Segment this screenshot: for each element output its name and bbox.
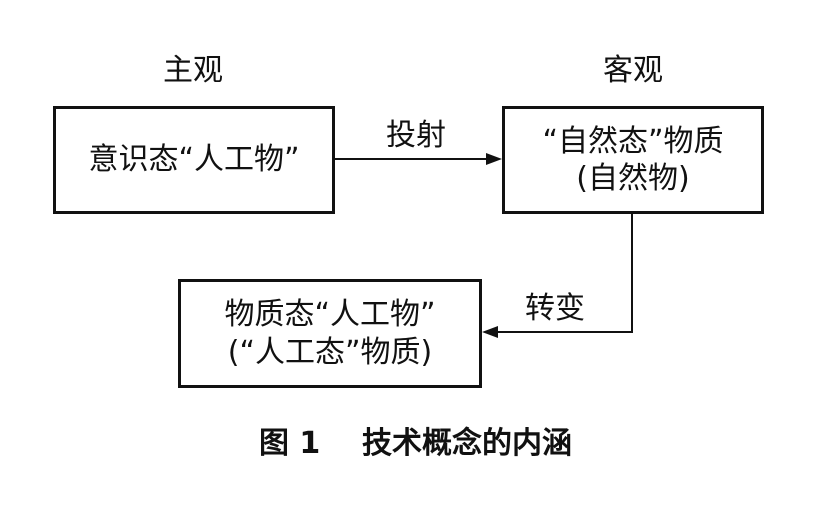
caption-gap bbox=[320, 426, 362, 461]
consciousness-artifact-label: 意识态“人工物” bbox=[88, 142, 300, 178]
consciousness-artifact-box: 意识态“人工物” bbox=[53, 106, 335, 214]
material-artifact-box: 物质态“人工物” (“人工态”物质) bbox=[178, 279, 482, 388]
figure-caption: 图 1 技术概念的内涵 bbox=[0, 418, 831, 462]
figure-number: 图 1 bbox=[258, 426, 321, 461]
transformation-arrow-line bbox=[492, 212, 633, 333]
objective-header: 客观 bbox=[603, 53, 663, 88]
figure-title: 技术概念的内涵 bbox=[362, 426, 573, 461]
natural-matter-label: “自然态”物质 bbox=[542, 123, 724, 159]
projection-arrowhead bbox=[486, 153, 502, 165]
subjective-header: 主观 bbox=[163, 53, 223, 88]
projection-label: 投射 bbox=[386, 118, 446, 153]
transformation-label: 转变 bbox=[525, 291, 585, 326]
transformation-arrowhead bbox=[482, 326, 498, 338]
material-artifact-label: 物质态“人工物” bbox=[224, 297, 436, 332]
natural-object-label: (自然物) bbox=[576, 161, 690, 196]
natural-matter-box: “自然态”物质 (自然物) bbox=[502, 106, 764, 214]
artificial-matter-label: (“人工态”物质) bbox=[227, 334, 433, 370]
